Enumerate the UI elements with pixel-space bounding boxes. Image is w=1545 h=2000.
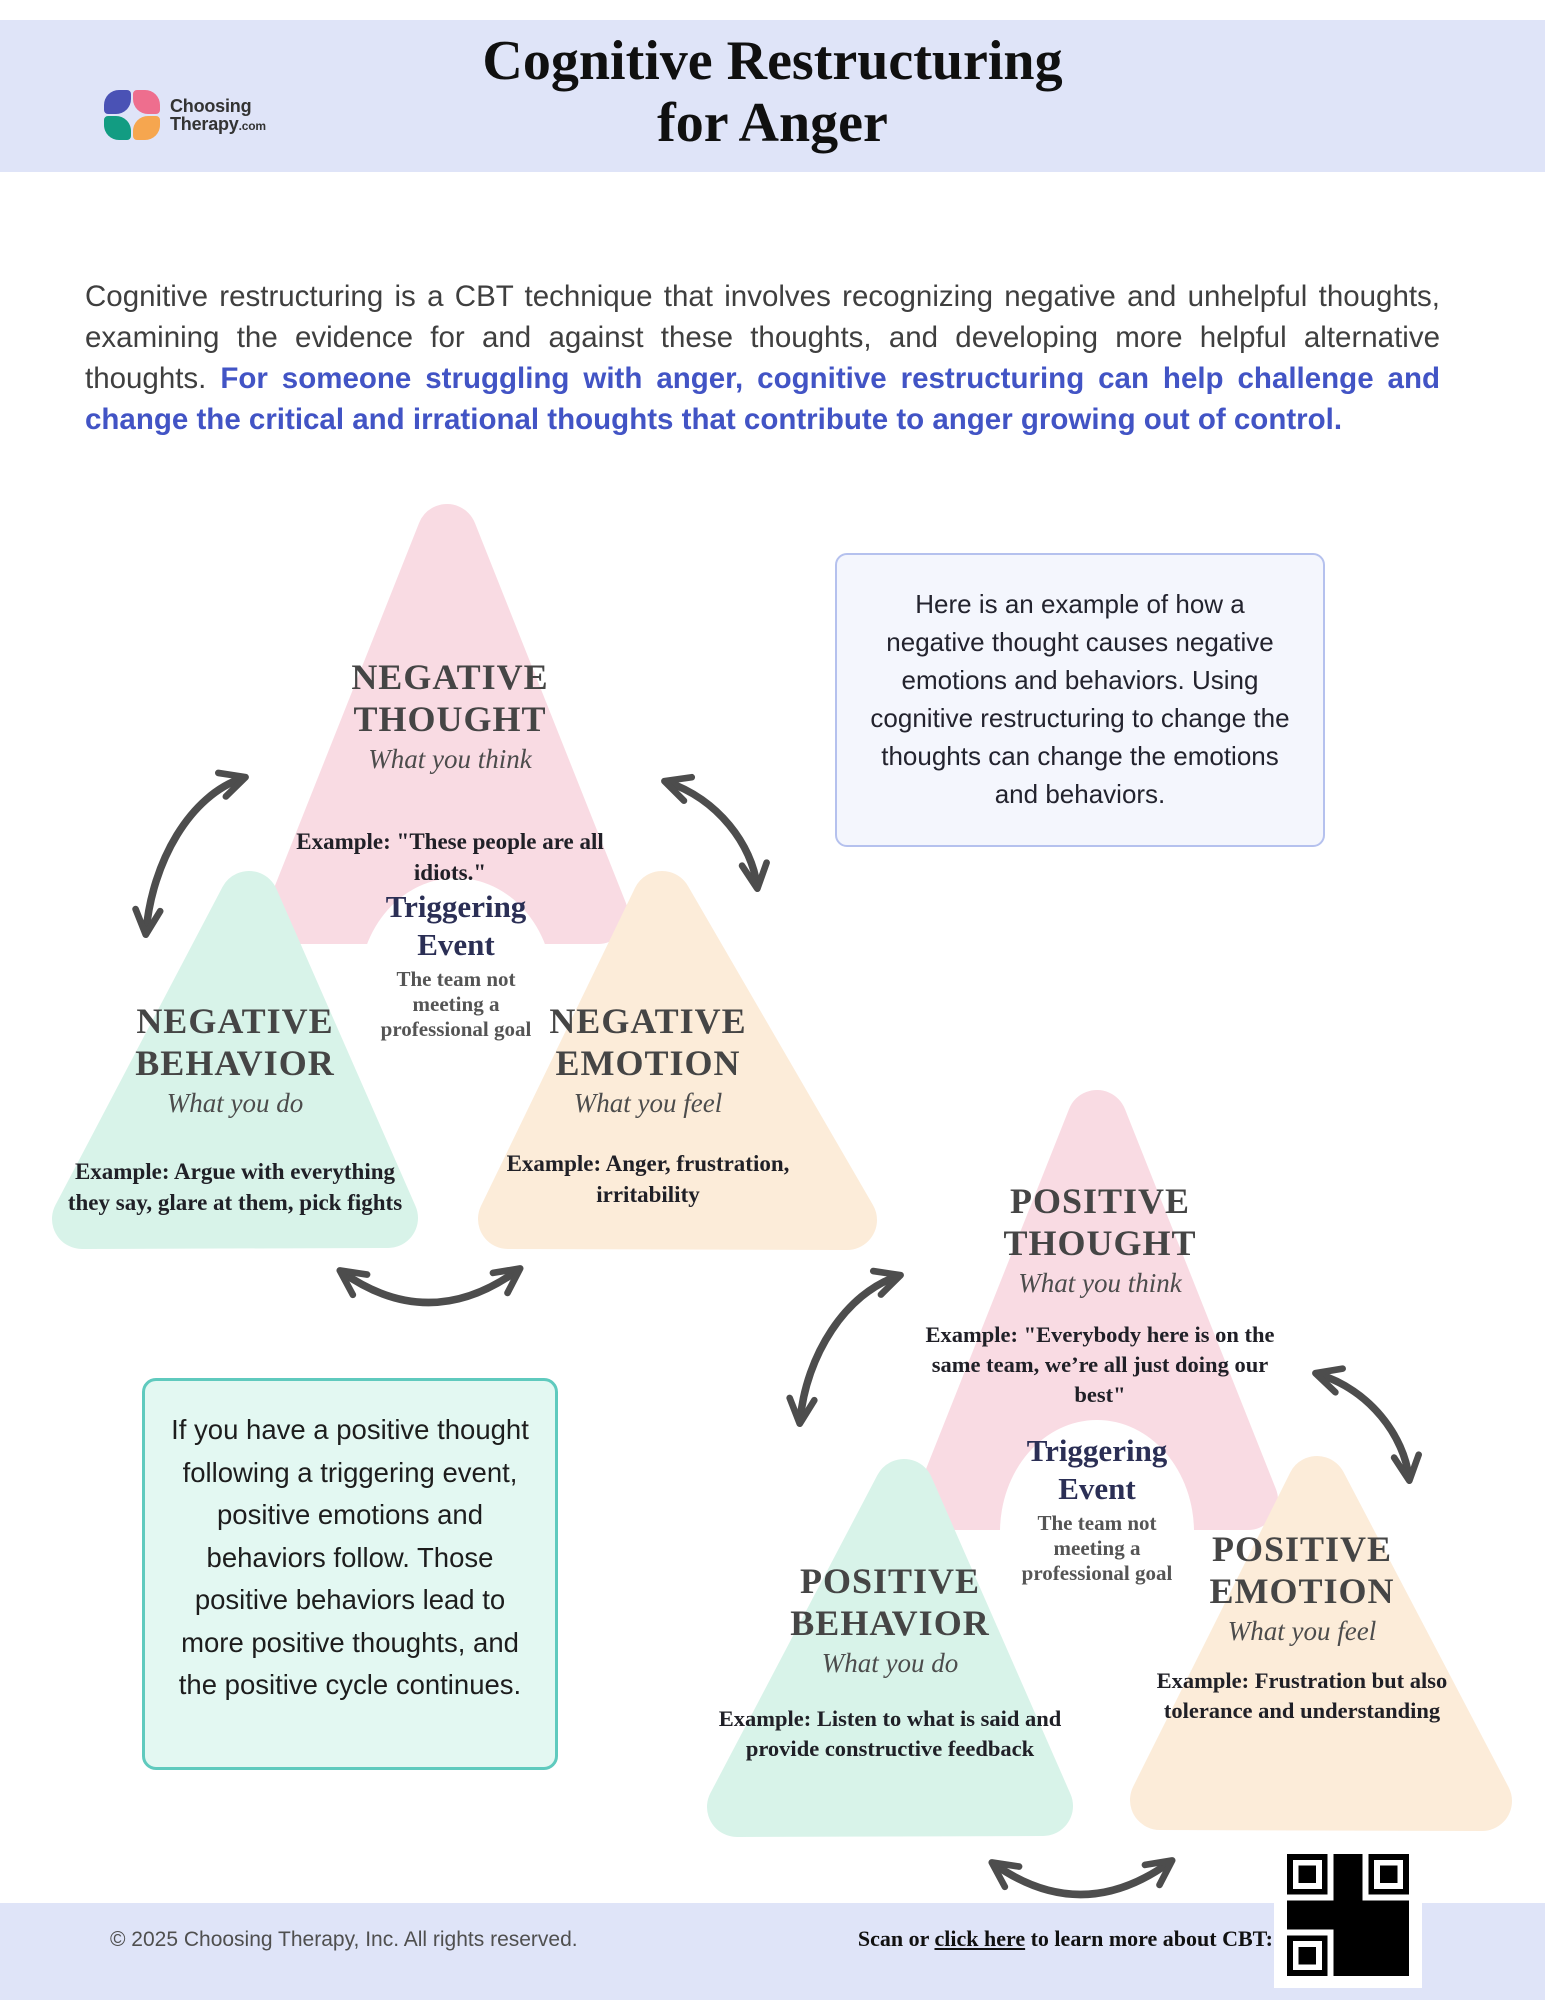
positive-thought-subtitle: What you think bbox=[1018, 1268, 1182, 1298]
negative-thought-title: NEGATIVE THOUGHT bbox=[351, 657, 549, 739]
qr-code bbox=[1274, 1842, 1422, 1988]
negative-behavior-example: Example: Argue with everything they say,… bbox=[67, 1159, 403, 1215]
positive-thought-example: Example: "Everybody here is on the same … bbox=[925, 1322, 1275, 1407]
positive-cycle-note: If you have a positive thought following… bbox=[142, 1378, 558, 1770]
positive-trigger-circle bbox=[1000, 1420, 1194, 1644]
scan-prefix: Scan or bbox=[857, 1926, 935, 1951]
positive-arrow-left bbox=[786, 1267, 904, 1428]
positive-emotion-title: POSITIVE EMOTION bbox=[1209, 1529, 1395, 1611]
positive-cycle-note-text: If you have a positive thought following… bbox=[171, 1414, 529, 1700]
negative-cycle-note: Here is an example of how a negative tho… bbox=[835, 553, 1325, 847]
negative-behavior-triangle bbox=[52, 871, 418, 1249]
positive-trigger-label: Triggering Event The team not meeting a … bbox=[1002, 1432, 1192, 1586]
negative-thought-subtitle: What you think bbox=[368, 744, 532, 774]
logo-line2: Therapy.com bbox=[170, 114, 266, 134]
header-band bbox=[0, 20, 1545, 172]
positive-arrow-right bbox=[1312, 1365, 1422, 1485]
positive-thought-title: POSITIVE THOUGHT bbox=[1003, 1181, 1197, 1263]
negative-arrow-bottom bbox=[336, 1265, 524, 1307]
negative-trigger-title: Triggering Event bbox=[385, 889, 527, 962]
positive-emotion-label: POSITIVE EMOTION What you feel Example: … bbox=[1132, 1528, 1472, 1726]
negative-emotion-triangle bbox=[478, 871, 877, 1250]
page-title-line2: for Anger bbox=[657, 92, 888, 154]
negative-trigger-label: Triggering Event The team not meeting a … bbox=[361, 888, 551, 1042]
negative-arrow-left bbox=[132, 769, 249, 939]
positive-emotion-triangle bbox=[1130, 1456, 1512, 1831]
positive-behavior-subtitle: What you do bbox=[821, 1648, 959, 1678]
page-title: Cognitive Restructuring for Anger bbox=[0, 30, 1545, 154]
logo-line1: Choosing bbox=[170, 96, 252, 116]
negative-thought-example: Example: "These people are all idiots." bbox=[296, 829, 604, 885]
qr-code-image bbox=[1287, 1854, 1409, 1976]
negative-behavior-label: NEGATIVE BEHAVIOR What you do Example: A… bbox=[45, 1000, 425, 1218]
negative-behavior-title: NEGATIVE BEHAVIOR bbox=[135, 1001, 335, 1083]
scan-suffix: to learn more about CBT: bbox=[1025, 1926, 1273, 1951]
intro-paragraph: Cognitive restructuring is a CBT techniq… bbox=[85, 276, 1440, 440]
click-here-link[interactable]: click here bbox=[934, 1926, 1026, 1951]
logo-flower-icon bbox=[104, 90, 162, 142]
intro-normal-text: Cognitive restructuring is a CBT techniq… bbox=[85, 279, 1440, 395]
negative-emotion-subtitle: What you feel bbox=[573, 1088, 723, 1118]
logo-petal-pink bbox=[133, 90, 160, 114]
logo-wordmark: Choosing Therapy.com bbox=[170, 97, 266, 135]
negative-emotion-label: NEGATIVE EMOTION What you feel Example: … bbox=[458, 1000, 838, 1210]
positive-emotion-example: Example: Frustration but also tolerance … bbox=[1156, 1668, 1448, 1723]
positive-behavior-title: POSITIVE BEHAVIOR bbox=[790, 1561, 990, 1643]
positive-behavior-label: POSITIVE BEHAVIOR What you do Example: L… bbox=[700, 1560, 1080, 1764]
negative-arrow-right bbox=[661, 773, 770, 893]
positive-emotion-subtitle: What you feel bbox=[1227, 1616, 1377, 1646]
logo-petal-teal bbox=[104, 116, 131, 140]
copyright-text: © 2025 Choosing Therapy, Inc. All rights… bbox=[110, 1928, 578, 1951]
logo-com-suffix: .com bbox=[238, 119, 266, 133]
page-title-line1: Cognitive Restructuring bbox=[482, 30, 1063, 92]
positive-arrow-bottom bbox=[988, 1857, 1176, 1899]
positive-thought-label: POSITIVE THOUGHT What you think Example:… bbox=[910, 1180, 1290, 1410]
negative-cycle-note-text: Here is an example of how a negative tho… bbox=[870, 589, 1290, 809]
negative-thought-label: NEGATIVE THOUGHT What you think Example:… bbox=[260, 656, 640, 888]
negative-trigger-description: The team not meeting a professional goal bbox=[380, 967, 532, 1041]
negative-emotion-example: Example: Anger, frustration, irritabilit… bbox=[506, 1151, 790, 1207]
negative-emotion-title: NEGATIVE EMOTION bbox=[549, 1001, 747, 1083]
positive-behavior-triangle bbox=[707, 1459, 1073, 1837]
intro-highlight-text: For someone struggling with anger, cogni… bbox=[85, 361, 1440, 436]
negative-behavior-subtitle: What you do bbox=[166, 1088, 304, 1118]
positive-trigger-description: The team not meeting a professional goal bbox=[1021, 1511, 1173, 1585]
positive-trigger-title: Triggering Event bbox=[1026, 1433, 1168, 1506]
negative-trigger-circle bbox=[359, 878, 553, 1098]
positive-behavior-example: Example: Listen to what is said and prov… bbox=[718, 1706, 1062, 1761]
choosing-therapy-logo: Choosing Therapy.com bbox=[104, 90, 266, 142]
scan-instruction: Scan or click here to learn more about C… bbox=[858, 1926, 1273, 1952]
